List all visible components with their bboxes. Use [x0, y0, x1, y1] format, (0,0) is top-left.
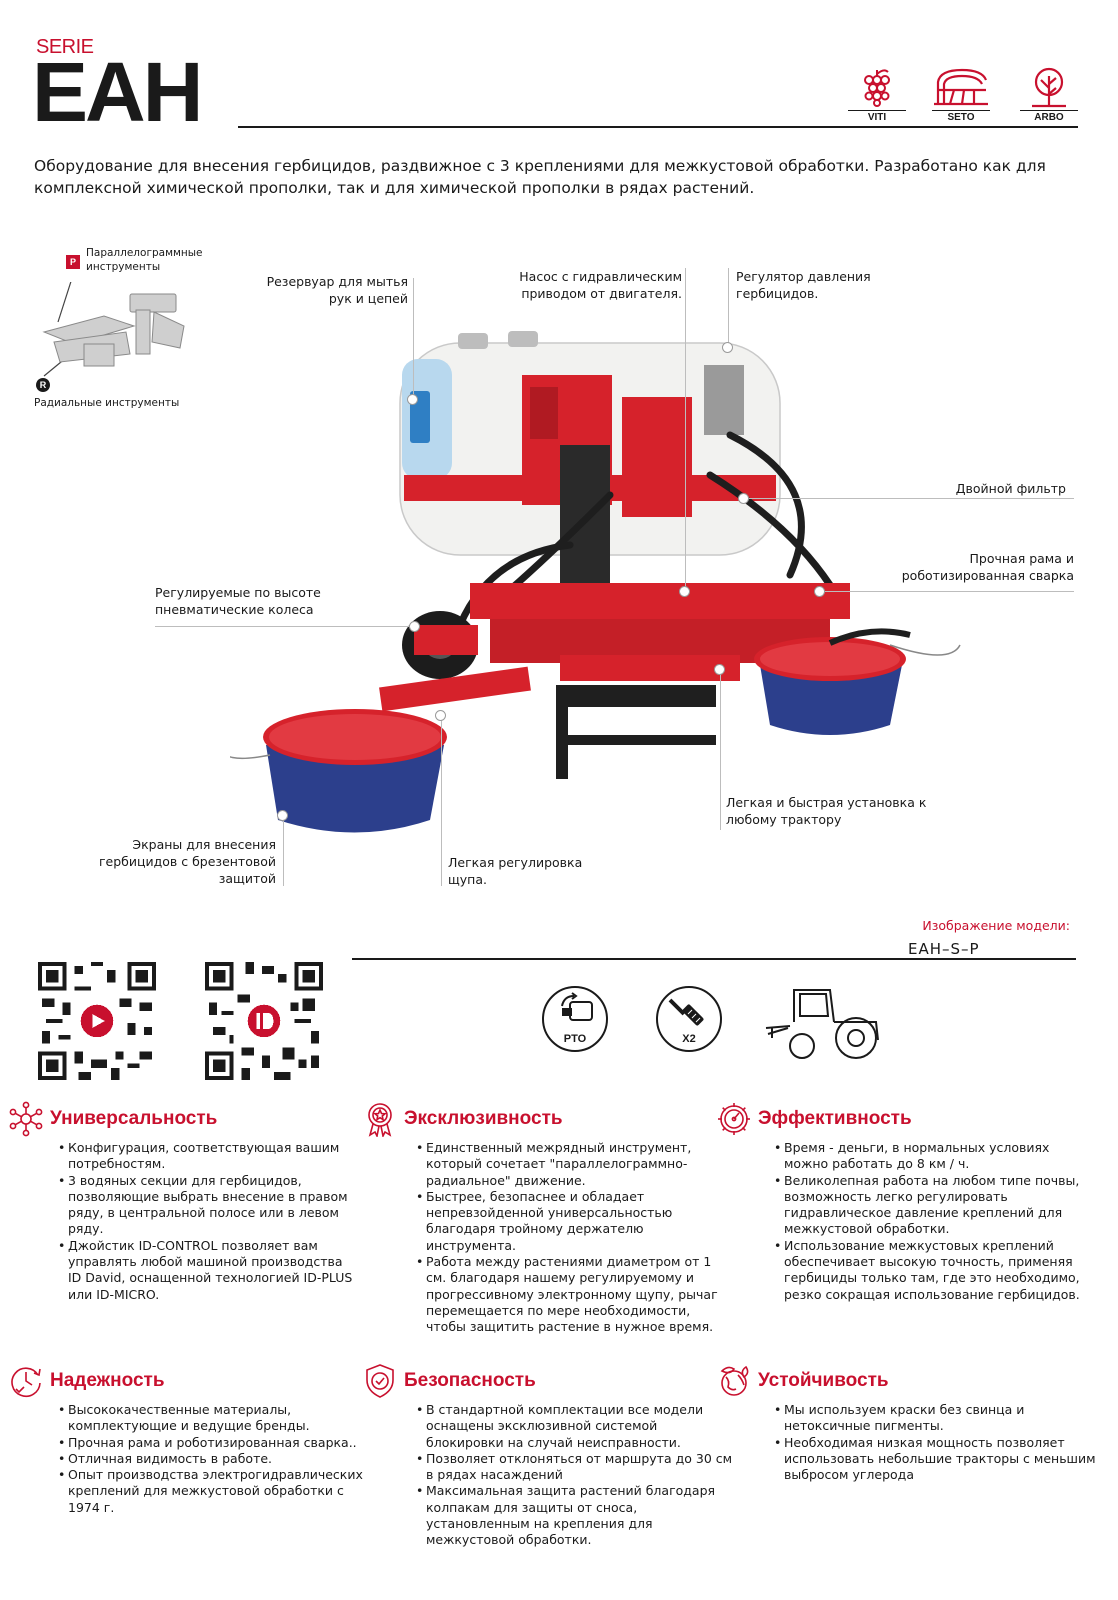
feature-item: Работа между растениями диаметром от 1 с… [416, 1254, 726, 1335]
callout-marker [435, 710, 446, 721]
feature-reliability: Надежность Высококачественные материалы,… [8, 1364, 363, 1516]
feature-item: Конфигурация, соответствующая вашим потр… [58, 1140, 358, 1173]
title-rule [238, 126, 1078, 128]
feature-title: Эксклюзивность [404, 1108, 563, 1129]
feature-item: Отличная видимость в работе. [58, 1451, 368, 1468]
feature-exclusivity: Эксклюзивность Единственный межрядный ин… [362, 1102, 722, 1336]
callout-marker [714, 664, 725, 675]
radial-badge: R [36, 378, 50, 392]
callout-install: Легкая и быстрая установка к любому трак… [726, 795, 927, 827]
feature-item: Прочная рама и роботизированная сварка.. [58, 1435, 368, 1452]
category-seto: SETO [932, 66, 990, 123]
feature-title: Эффективность [758, 1108, 912, 1129]
callout-marker [409, 621, 420, 632]
globe-leaf-icon [720, 1365, 749, 1396]
award-ribbon-icon [368, 1103, 392, 1137]
feature-item: Необходимая низкая мощность позволяет ис… [774, 1435, 1104, 1484]
tree-icon [1032, 67, 1066, 108]
feature-title: Надежность [50, 1370, 165, 1391]
callout-wash-tank: Резервуар для мытья рук и цепей [266, 274, 408, 306]
callout-marker [679, 586, 690, 597]
feature-item: Максимальная защита растений благодаря к… [416, 1483, 736, 1548]
parallel-badge: P [66, 255, 80, 269]
website-qr-code[interactable] [205, 962, 323, 1080]
feature-title: Универсальность [50, 1108, 218, 1129]
orchard-tunnel-icon [934, 68, 988, 106]
feature-item: 3 водяных секции для гербицидов, позволя… [58, 1173, 358, 1238]
feature-item: Быстрее, безопаснее и обладает непревзой… [416, 1189, 726, 1254]
callout-wheels: Регулируемые по высоте пневматические ко… [155, 585, 321, 617]
callout-marker [277, 810, 288, 821]
feature-title: Безопасность [404, 1370, 536, 1391]
hydraulic-coupling-icon: X2 [656, 986, 722, 1052]
model-label: Изображение модели: [922, 918, 1070, 933]
category-arbo: ARBO [1020, 66, 1078, 123]
tractor-mount-icon [765, 989, 879, 1059]
hydraulic-label: X2 [682, 1033, 695, 1045]
feature-item: Позволяет отклоняться от маршрута до 30 … [416, 1451, 736, 1484]
feature-item: Опыт производства электрогидравлических … [58, 1467, 368, 1516]
feature-item: Время - деньги, в нормальных условиях мо… [774, 1140, 1094, 1173]
feature-safety: Безопасность В стандартной комплектации … [362, 1364, 732, 1549]
feature-item: Высококачественные материалы, комплектую… [58, 1402, 368, 1435]
callout-marker [738, 493, 749, 504]
grape-icon [864, 69, 890, 107]
feature-item: Мы используем краски без свинца и нетокс… [774, 1402, 1104, 1435]
callout-marker [814, 586, 825, 597]
parallel-label: Параллелограммные инструменты [86, 247, 203, 273]
feature-efficiency: Эффективность Время - деньги, в нормальн… [716, 1102, 1096, 1303]
youtube-qr-code[interactable] [38, 962, 156, 1080]
feature-item: Великолепная работа на любом типе почвы,… [774, 1173, 1094, 1238]
shield-check-icon [366, 1364, 394, 1398]
category-viti: VITI [848, 66, 906, 123]
category-label: VITI [848, 110, 906, 123]
page-title: EAH [32, 45, 203, 139]
feature-item: Использование межкустовых креплений обес… [774, 1238, 1094, 1303]
callout-double-filter: Двойной фильтр [955, 481, 1066, 496]
callout-marker [722, 342, 733, 353]
model-value: EAH–S–P [908, 940, 980, 958]
gauge-gear-icon [718, 1103, 750, 1135]
clock-check-icon [11, 1367, 41, 1398]
category-label: SETO [932, 110, 990, 123]
callout-probe: Легкая регулировка щупа. [448, 855, 583, 887]
callout-frame: Прочная рама и роботизированная сварка [901, 551, 1074, 583]
callout-pump: Насос с гидравлическим приводом от двига… [519, 269, 682, 301]
callout-screens: Экраны для внесения гербицидов с брезент… [98, 837, 276, 886]
feature-item: В стандартной комплектации все модели ос… [416, 1402, 736, 1451]
tool-illustration [42, 282, 185, 377]
radial-label: Радиальные инструменты [34, 397, 180, 409]
model-rule [352, 958, 1076, 960]
pto-icon: PTO [542, 986, 608, 1052]
feature-sustainability: Устойчивость Мы используем краски без св… [716, 1364, 1096, 1483]
callout-pressure-regulator: Регулятор давления гербицидов. [736, 269, 871, 301]
feature-title: Устойчивость [758, 1370, 889, 1391]
intro-text: Оборудование для внесения гербицидов, ра… [34, 157, 1046, 197]
feature-item: Единственный межрядный инструмент, котор… [416, 1140, 726, 1189]
series-label: SERIE [36, 36, 94, 58]
network-icon [9, 1101, 43, 1137]
pto-label: PTO [564, 1033, 587, 1045]
callout-marker [407, 394, 418, 405]
category-label: ARBO [1020, 110, 1078, 123]
feature-versatility: Универсальность Конфигурация, соответств… [8, 1101, 352, 1303]
feature-item: Джойстик ID-CONTROL позволяет вам управл… [58, 1238, 358, 1303]
